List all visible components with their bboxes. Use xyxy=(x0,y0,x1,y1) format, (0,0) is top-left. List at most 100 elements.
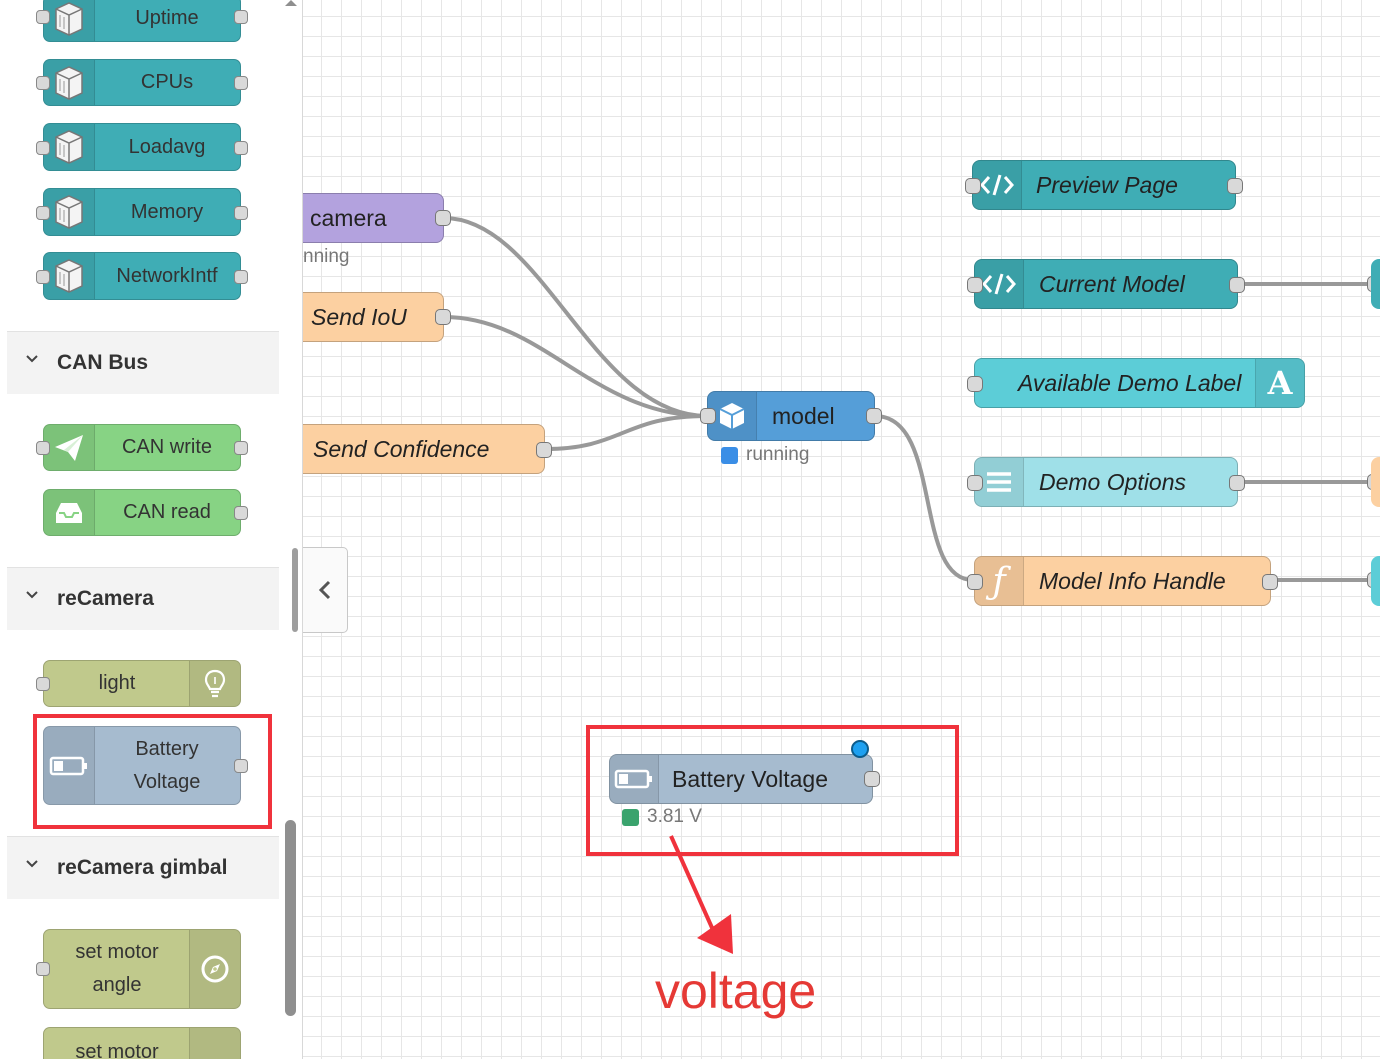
output-port[interactable] xyxy=(234,10,248,24)
flow-node-send-confidence[interactable]: Send Confidence xyxy=(303,424,552,474)
node-label: model xyxy=(772,402,835,429)
palette-node-label: CAN write xyxy=(121,436,212,458)
battery-icon xyxy=(610,755,659,803)
output-port[interactable] xyxy=(234,759,248,773)
paper-plane-icon xyxy=(44,425,95,470)
input-port[interactable] xyxy=(36,76,50,90)
flow-node-preview-page[interactable]: Preview Page xyxy=(965,160,1243,210)
flow-workspace[interactable]: camera nning Send IoU Send Confidence mo… xyxy=(303,0,1380,1059)
node-label: Send IoU xyxy=(311,303,407,330)
offscreen-node[interactable] xyxy=(1371,556,1380,606)
palette-node-label-line1: set motor xyxy=(75,941,159,963)
wire-camera-model xyxy=(443,216,708,418)
palette-node-set-motor-angle[interactable]: set motor angle xyxy=(36,929,241,1009)
input-port[interactable] xyxy=(36,10,50,24)
icon-glyph: ƒ xyxy=(992,560,1006,602)
input-port[interactable] xyxy=(36,206,50,220)
output-port[interactable] xyxy=(435,210,451,226)
code-icon xyxy=(973,161,1022,209)
input-port[interactable] xyxy=(36,441,50,455)
flow-node-available-demo-label[interactable]: Available Demo Label A xyxy=(967,358,1305,408)
palette-node-label-line1: set motor xyxy=(75,1041,159,1059)
wire-iou-model xyxy=(443,315,708,418)
palette-node-uptime[interactable]: Uptime xyxy=(36,0,248,42)
palette-node-cpus[interactable]: CPUs xyxy=(36,59,248,106)
output-port[interactable] xyxy=(866,408,882,424)
input-port[interactable] xyxy=(967,475,983,491)
output-port[interactable] xyxy=(1229,475,1245,491)
status-dot-blue xyxy=(721,446,738,464)
palette-node-light[interactable]: light xyxy=(36,660,241,707)
wires-layer xyxy=(443,216,1373,582)
flow-node-battery-voltage[interactable]: Battery Voltage xyxy=(609,754,880,804)
collapse-palette-button[interactable] xyxy=(303,547,348,633)
flow-node-model[interactable]: model xyxy=(700,391,882,441)
palette-category-recamera[interactable]: reCamera xyxy=(7,567,279,630)
category-label: reCamera gimbal xyxy=(57,856,228,879)
input-port[interactable] xyxy=(965,178,981,194)
output-port[interactable] xyxy=(234,506,248,520)
palette-scrollbar[interactable] xyxy=(285,820,296,1016)
flow-node-model-info-handle[interactable]: ƒ Model Info Handle xyxy=(967,556,1278,606)
node-label: Current Model xyxy=(1039,270,1185,297)
output-port[interactable] xyxy=(435,309,451,325)
input-port[interactable] xyxy=(36,962,50,976)
category-label: reCamera xyxy=(57,587,154,610)
offscreen-node[interactable] xyxy=(1371,259,1380,309)
output-port[interactable] xyxy=(536,442,552,458)
output-port[interactable] xyxy=(1262,574,1278,590)
output-port[interactable] xyxy=(234,441,248,455)
input-port[interactable] xyxy=(967,376,983,392)
node-label: Available Demo Label xyxy=(1018,369,1242,396)
flow-node-camera[interactable]: camera xyxy=(303,193,451,243)
flow-node-current-model[interactable]: Current Model xyxy=(967,259,1245,309)
output-port[interactable] xyxy=(234,141,248,155)
cube-icon xyxy=(708,392,757,440)
output-port[interactable] xyxy=(1229,277,1245,293)
palette-node-label: CPUs xyxy=(140,71,194,93)
palette-node-label: CAN read xyxy=(123,501,211,523)
lightbulb-icon xyxy=(189,661,240,706)
palette-node-set-motor-2[interactable]: set motor xyxy=(43,1027,241,1059)
output-port[interactable] xyxy=(234,270,248,284)
flow-node-send-iou[interactable]: Send IoU xyxy=(303,292,451,342)
wire-confidence-model xyxy=(544,414,708,451)
palette-node-label: Battery Voltage xyxy=(94,727,240,804)
input-port[interactable] xyxy=(36,141,50,155)
output-port[interactable] xyxy=(864,771,880,787)
wire-model-info xyxy=(874,414,974,582)
output-port[interactable] xyxy=(234,76,248,90)
chevron-left-icon xyxy=(318,580,331,600)
input-port[interactable] xyxy=(36,270,50,284)
palette-node-loadavg[interactable]: Loadavg xyxy=(36,123,248,171)
palette-category-recamera-gimbal[interactable]: reCamera gimbal xyxy=(7,836,279,899)
scrollbar-up-arrow[interactable] xyxy=(285,0,297,6)
output-port[interactable] xyxy=(234,206,248,220)
input-port[interactable] xyxy=(967,277,983,293)
output-port[interactable] xyxy=(1227,178,1243,194)
chevron-down-icon xyxy=(25,855,39,876)
cube-icon xyxy=(44,60,95,105)
flow-node-demo-options[interactable]: Demo Options xyxy=(967,457,1245,507)
palette-node-label-line2: angle xyxy=(92,974,142,996)
input-port[interactable] xyxy=(36,677,50,691)
input-port[interactable] xyxy=(967,574,983,590)
cube-icon xyxy=(44,0,95,41)
node-palette: Uptime CPUs Loadavg Memory NetworkIntf xyxy=(0,0,303,1059)
input-port[interactable] xyxy=(700,408,716,424)
palette-node-networkintf[interactable]: NetworkIntf xyxy=(36,252,248,300)
palette-node-label: NetworkIntf xyxy=(116,264,218,287)
palette-category-can-bus[interactable]: CAN Bus xyxy=(7,331,279,394)
palette-node-memory[interactable]: Memory xyxy=(36,188,248,236)
divider-handle[interactable] xyxy=(292,548,298,632)
palette-node-label: set motor xyxy=(44,1028,190,1059)
palette-node-label: set motor angle xyxy=(44,930,190,1008)
status-dot-green xyxy=(622,808,639,826)
palette-node-can-write[interactable]: CAN write xyxy=(36,424,248,471)
offscreen-node[interactable] xyxy=(1371,457,1380,507)
list-icon xyxy=(975,458,1024,506)
palette-node-can-read[interactable]: CAN read xyxy=(43,489,248,536)
palette-node-battery-voltage[interactable]: Battery Voltage xyxy=(43,726,248,805)
status-text: running xyxy=(746,444,810,465)
palette-node-label-line2: Voltage xyxy=(133,770,201,793)
